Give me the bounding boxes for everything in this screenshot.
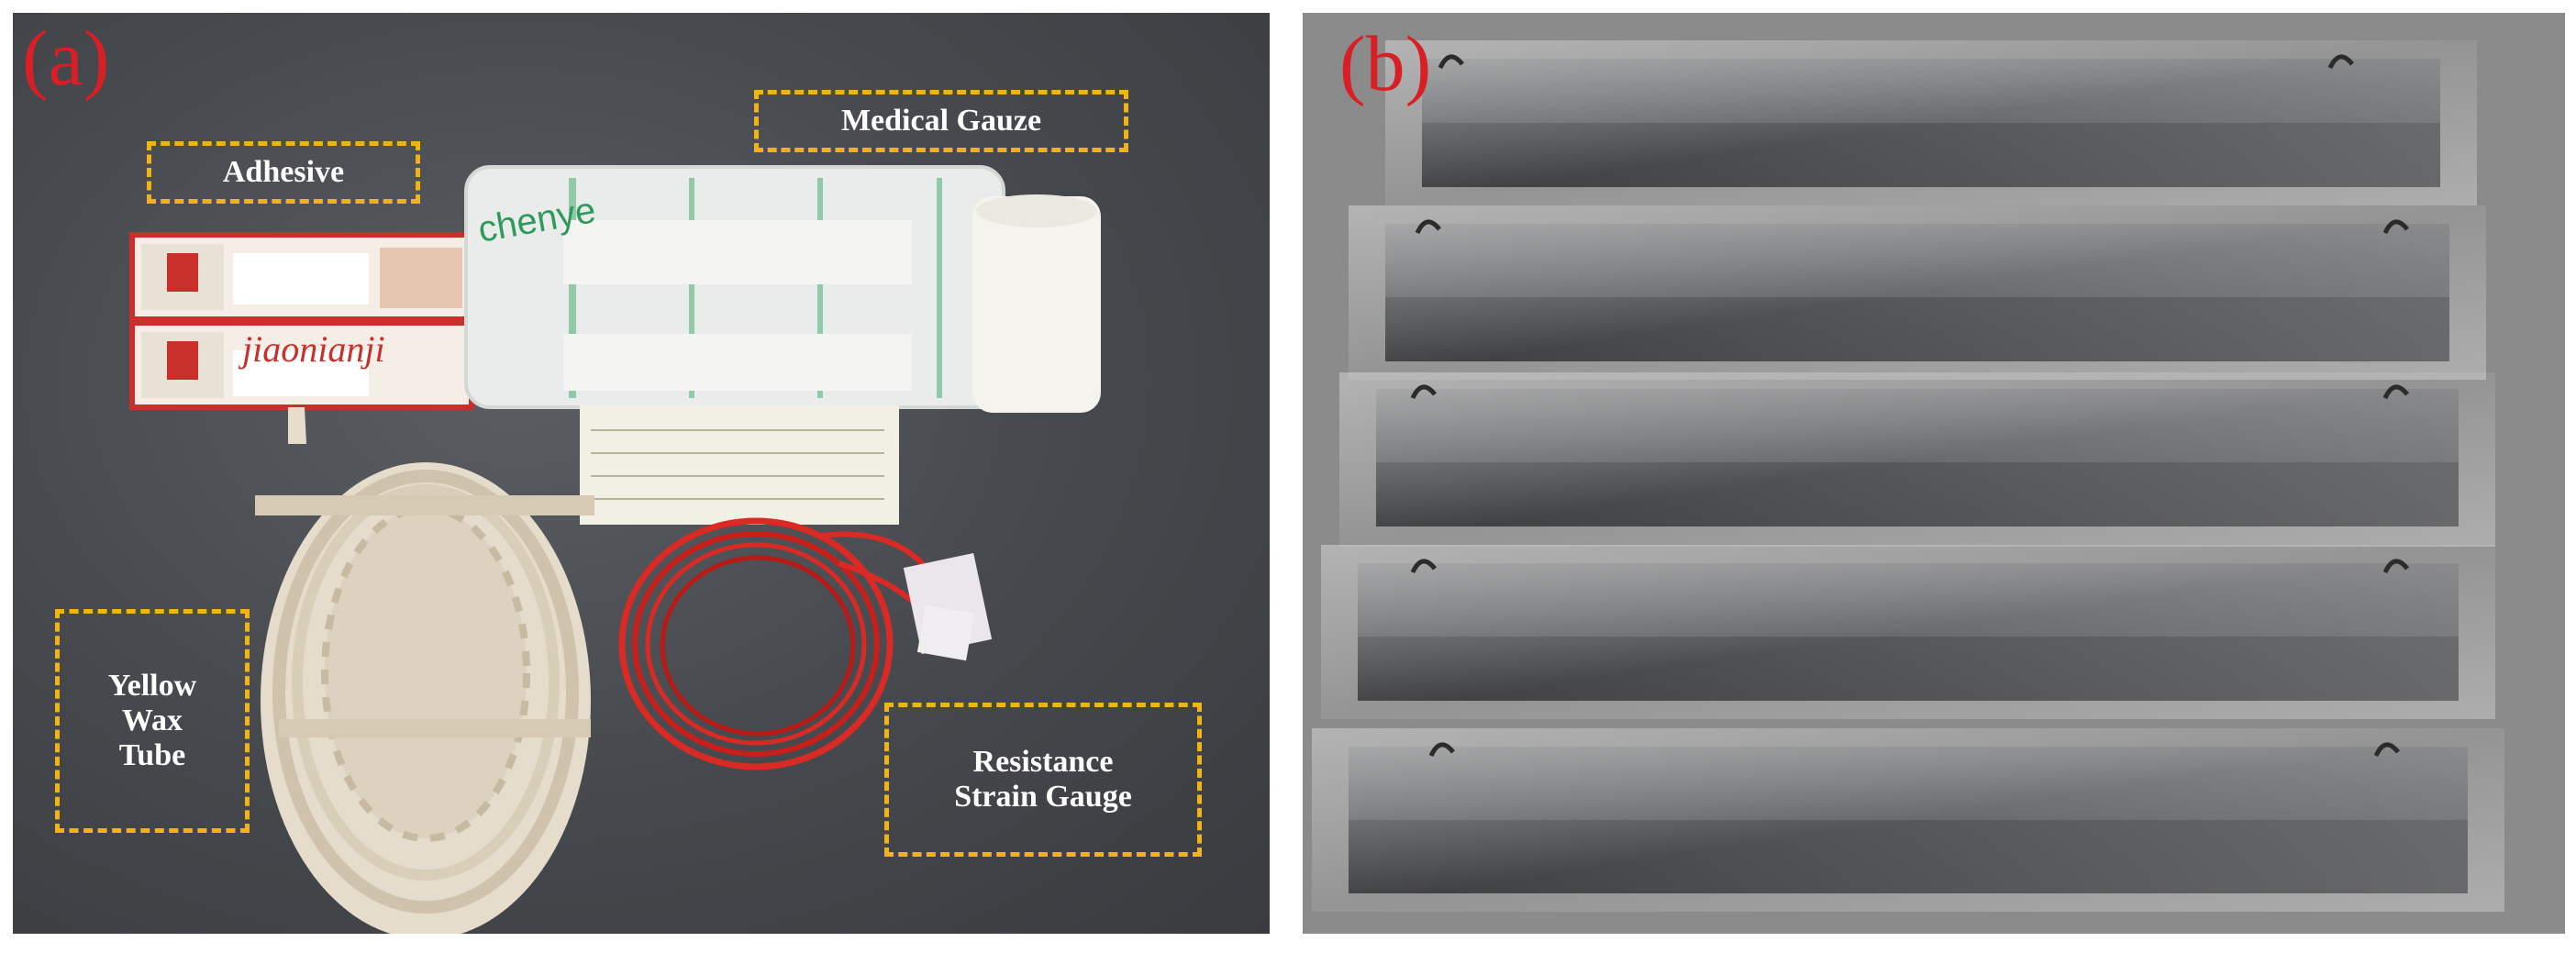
- label-yellow-wax-tube: Yellow Wax Tube: [55, 609, 250, 833]
- panel-letter-b: (b): [1339, 19, 1432, 107]
- strain-gauge-wires: [618, 517, 993, 770]
- spec-label-card: [580, 405, 899, 525]
- wax-tube-coil: [255, 407, 594, 934]
- photo-wrapped-beams: (b): [1303, 13, 2565, 934]
- gauze-package: [464, 165, 1101, 413]
- beam-3: [1339, 372, 2495, 547]
- beam-2: [1349, 205, 2486, 380]
- label-resistance-strain-gauge: Resistance Strain Gauge: [884, 703, 1202, 857]
- beams-illustration: [1303, 13, 2565, 934]
- beam-1: [1385, 40, 2477, 205]
- label-adhesive: Adhesive: [147, 141, 420, 204]
- beam-5: [1312, 728, 2504, 912]
- adhesive-box-text: jiaonianji: [238, 328, 385, 370]
- beam-4: [1321, 545, 2495, 719]
- adhesive-boxes: [129, 232, 474, 410]
- panel-letter-a: (a): [22, 14, 110, 102]
- lifting-hooks: [1410, 54, 2409, 758]
- materials-illustration: jiaonianji chenye: [129, 165, 1101, 934]
- photo-materials: jiaonianji chenye: [13, 13, 1270, 934]
- label-medical-gauze: Medical Gauze: [754, 90, 1128, 152]
